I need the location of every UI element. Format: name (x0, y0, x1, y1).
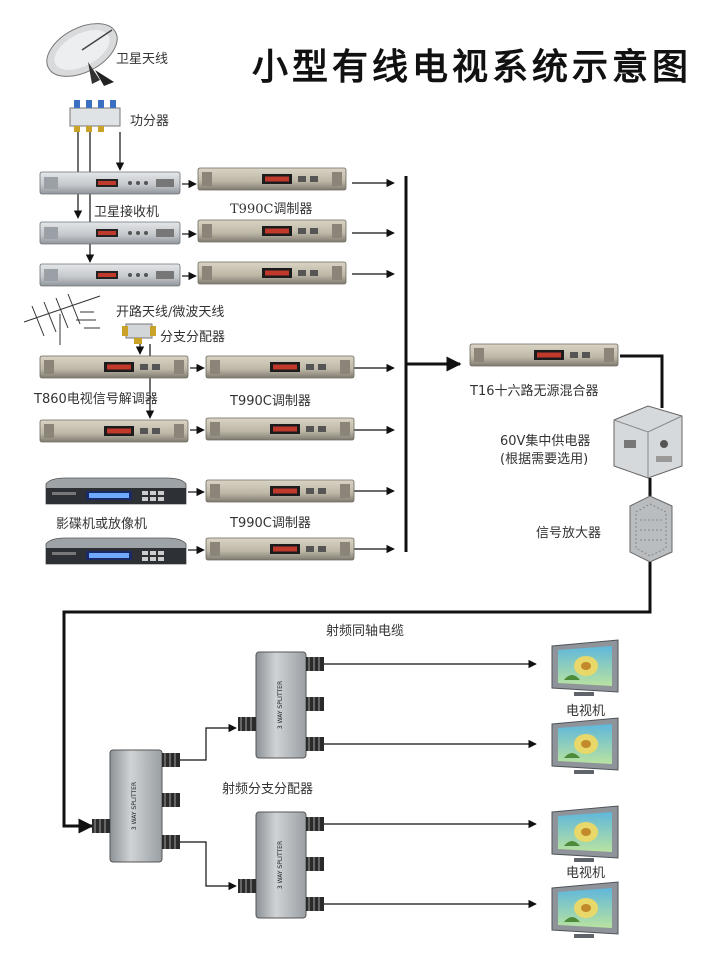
label-branch-distributor: 分支分配器 (160, 330, 226, 345)
satellite-receiver-3 (39, 263, 181, 287)
amplifier-device (629, 495, 673, 563)
label-satellite-antenna: 卫星天线 (116, 52, 169, 67)
power-supply-device (613, 405, 683, 479)
tv-icon-3 (551, 805, 619, 863)
label-demodulator: T860电视信号解调器 (34, 392, 158, 407)
player-to-modulator-arrows (188, 487, 205, 555)
coax-cable-line (62, 562, 652, 834)
demod-to-modulator-arrows (190, 363, 205, 435)
label-mixer: T16十六路无源混合器 (470, 384, 599, 399)
satellite-receiver-1 (39, 171, 181, 195)
label-power-supply-1: 60V集中供电器 (500, 434, 591, 449)
rf-splitter-lower: 3 WAY SPLITTER (238, 811, 324, 919)
modulator-4 (205, 355, 355, 379)
mixer-device (469, 343, 619, 367)
tv-icon-4 (551, 881, 619, 939)
label-rf-splitter: 射频分支分配器 (222, 782, 314, 797)
svg-text:3 WAY SPLITTER: 3 WAY SPLITTER (277, 681, 284, 729)
yagi-antenna-icon (23, 293, 101, 345)
dvd-player-2 (45, 537, 187, 565)
label-vcd-player: 影碟机或放像机 (56, 517, 148, 532)
label-modulator-bottom: T990C调制器 (230, 516, 311, 531)
splitter-text-main: 3 WAY SPLITTER (131, 782, 138, 830)
label-amplifier: 信号放大器 (536, 526, 602, 541)
label-power-supply-2: (根据需要选用) (500, 452, 589, 467)
receiver-to-modulator-arrows (182, 179, 197, 281)
modulator-2 (197, 219, 347, 243)
label-modulator-top: T990C调制器 (230, 202, 313, 217)
satellite-receiver-2 (39, 221, 181, 245)
power-splitter-device (69, 100, 121, 132)
label-coax-cable: 射频同轴电缆 (326, 624, 405, 639)
mixer-output-line (620, 354, 664, 408)
label-open-antenna: 开路天线/微波天线 (116, 305, 225, 320)
modulator-1 (197, 167, 347, 191)
tv-icon-1 (551, 639, 619, 697)
modulator-3 (197, 261, 347, 285)
modulator-6 (205, 479, 355, 503)
modulator-to-bus-arrows (352, 178, 395, 554)
page-title: 小型有线电视系统示意图 (252, 47, 693, 88)
label-tv-bottom: 电视机 (566, 866, 606, 881)
label-satellite-receiver: 卫星接收机 (94, 205, 160, 220)
svg-text:3 WAY SPLITTER: 3 WAY SPLITTER (277, 841, 284, 889)
dvd-player-1 (45, 477, 187, 505)
branch-distributor-device (122, 323, 156, 344)
demodulator-2 (39, 419, 189, 443)
splitter-connections (180, 659, 537, 909)
demodulator-1 (39, 355, 189, 379)
rf-splitter-main: 3 WAY SPLITTER (92, 749, 180, 863)
tv-icon-2 (551, 717, 619, 775)
modulator-5 (205, 417, 355, 441)
label-modulator-mid: T990C调制器 (230, 394, 311, 409)
label-tv-top: 电视机 (566, 704, 606, 719)
label-power-splitter: 功分器 (130, 114, 170, 129)
satellite-dish-icon (46, 23, 118, 86)
rf-splitter-upper: 3 WAY SPLITTER (238, 651, 324, 759)
modulator-7 (205, 537, 355, 561)
